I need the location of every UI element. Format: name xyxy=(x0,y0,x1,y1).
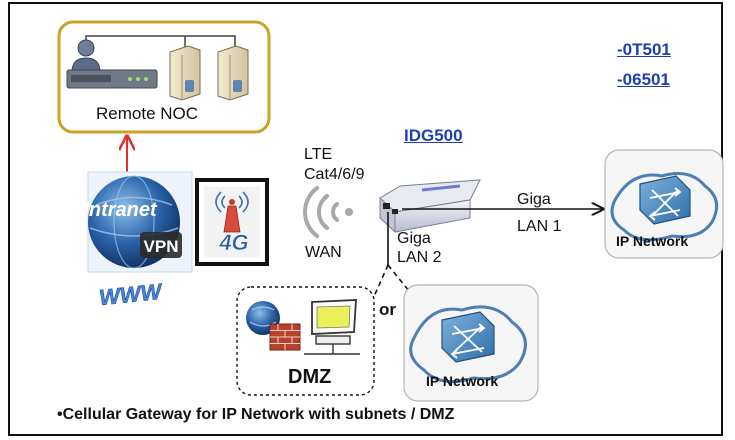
www-text: WWW xyxy=(98,279,165,311)
module-4g-icon xyxy=(195,178,269,266)
globe-icon xyxy=(87,171,193,273)
ip-network-label-bottom: IP Network xyxy=(426,373,499,389)
ip-network-bottom xyxy=(403,284,539,402)
router-icon xyxy=(66,69,158,89)
lan1-label-line2: LAN 1 xyxy=(517,218,562,235)
computer-icon xyxy=(304,299,360,355)
person-icon xyxy=(71,39,101,73)
intranet-text: Intranet xyxy=(83,199,158,221)
remote-noc-label: Remote NOC xyxy=(96,104,199,123)
dmz-group xyxy=(236,286,375,396)
lan1-label-line1: Giga xyxy=(517,191,551,208)
model-code-1: -0T501 xyxy=(617,40,671,59)
ip-network-right xyxy=(604,149,724,259)
gateway-device-icon xyxy=(379,179,481,234)
lan2-label-line1: Giga xyxy=(397,230,431,247)
model-code-2: -06501 xyxy=(617,70,670,89)
wan-tech-line2: Cat4/6/9 xyxy=(304,166,365,183)
wan-tech-line1: LTE xyxy=(304,146,333,163)
firewall-icon xyxy=(269,323,301,351)
or-label: or xyxy=(379,300,396,319)
lan2-label-line2: LAN 2 xyxy=(397,249,442,266)
vpn-text: VPN xyxy=(144,237,179,256)
wan-label: WAN xyxy=(305,244,342,261)
remote-noc-group xyxy=(57,20,271,134)
server-icon xyxy=(169,45,201,101)
ip-network-label-right: IP Network xyxy=(616,233,689,249)
server-icon xyxy=(217,45,249,101)
caption: •Cellular Gateway for IP Network with su… xyxy=(57,406,455,423)
switch-icon xyxy=(409,305,527,384)
badge-4g: 4G xyxy=(218,230,248,255)
dmz-label: DMZ xyxy=(288,366,332,388)
switch-icon xyxy=(610,172,719,242)
product-title: IDG500 xyxy=(404,126,463,145)
remote-noc-box xyxy=(57,20,271,134)
lte-signal-icon xyxy=(303,186,353,238)
